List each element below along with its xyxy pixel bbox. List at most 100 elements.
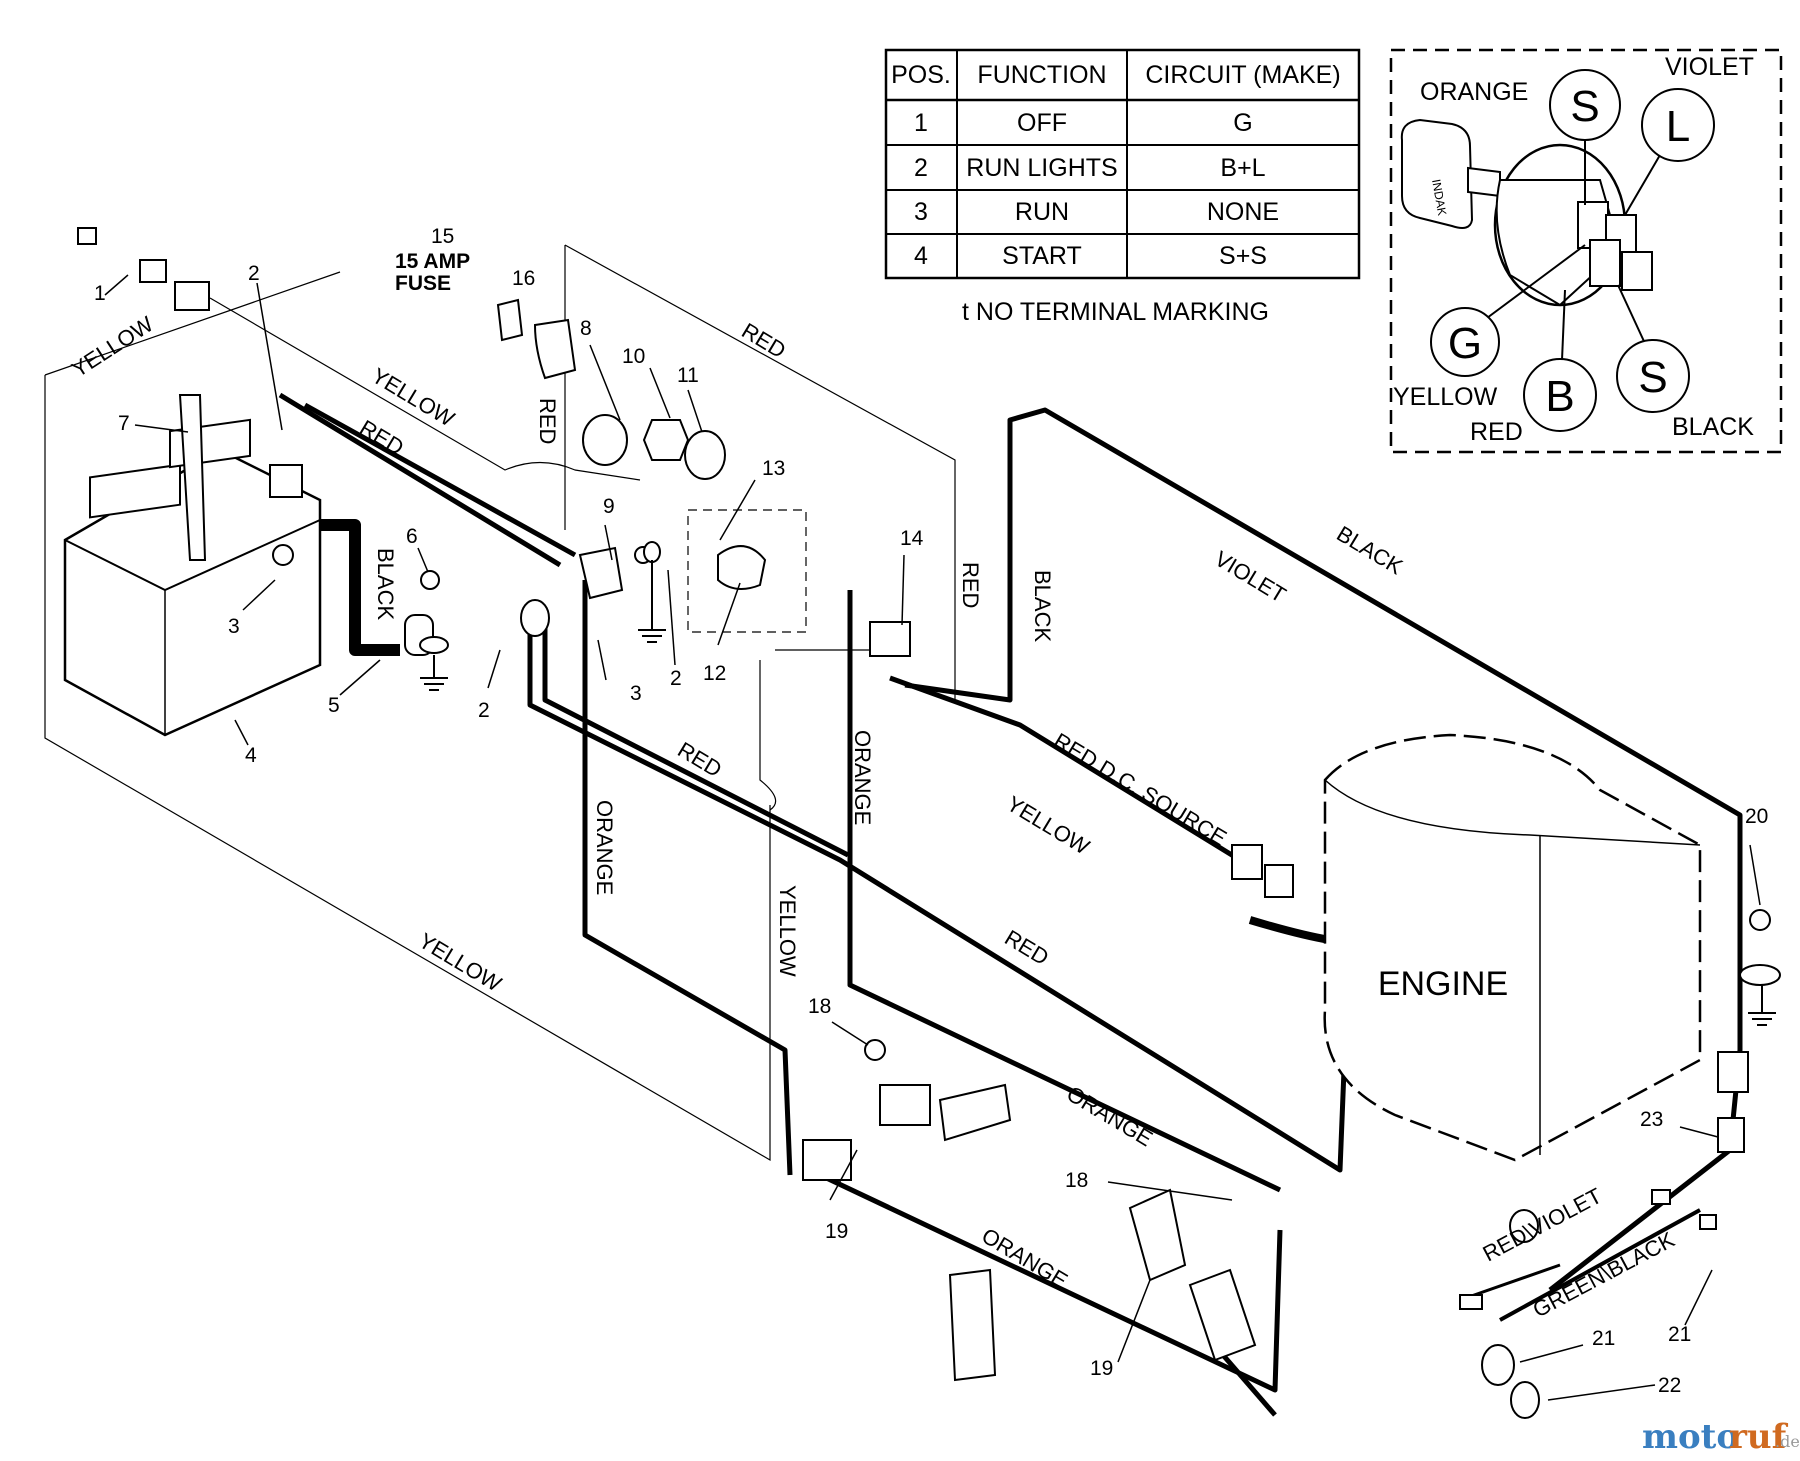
callout-11: 11	[677, 364, 699, 387]
ignition-key-icon: INDAK	[1400, 118, 1501, 229]
wire-label-yellow: YELLOW	[414, 928, 506, 997]
wire-label-black: BLACK	[373, 548, 398, 620]
callout-13: 13	[762, 457, 785, 480]
callout-10: 10	[622, 345, 645, 368]
label-orange: ORANGE	[1420, 78, 1528, 106]
ignition-switch-icon	[717, 545, 767, 590]
callout-18: 18	[1065, 1169, 1088, 1192]
seat-switch-icon	[1188, 1268, 1257, 1362]
harness-outlines	[44, 244, 956, 1162]
fuse-holder-icon	[533, 318, 577, 380]
wire-label-violet: VIOLET	[1210, 546, 1290, 608]
connector-icon	[139, 259, 167, 283]
callout-19: 19	[1090, 1357, 1113, 1380]
fuse-label: FUSE	[395, 272, 451, 295]
callout-8: 8	[580, 317, 592, 340]
callout-3: 3	[630, 682, 642, 705]
label-violet: VIOLET	[1665, 53, 1754, 81]
table-cell: RUN	[1015, 198, 1069, 226]
table-header-circuit: CIRCUIT (MAKE)	[1145, 61, 1340, 89]
callout-2: 2	[248, 262, 260, 285]
engine-block: ENGINE	[1323, 733, 1702, 1162]
bolt-icon	[272, 544, 294, 566]
wire-label-yellow: YELLOW	[775, 885, 800, 977]
watermark-suffix: .de	[1775, 1432, 1800, 1451]
wire-label-yellow: YELLOW	[1002, 791, 1094, 860]
connector-icon	[1231, 844, 1263, 880]
ground-icon	[420, 655, 448, 691]
callout-12: 12	[703, 662, 726, 685]
wire-label-orange: ORANGE	[1062, 1081, 1157, 1152]
fuse-icon	[496, 298, 524, 342]
seat-switch-icon	[1128, 1188, 1187, 1282]
table-header-pos: POS.	[891, 61, 951, 89]
table-cell: S+S	[1219, 242, 1267, 270]
fuse-rating: 15 AMP	[395, 250, 470, 273]
terminal-g: G	[1448, 319, 1482, 368]
fuse-callout-15: 15	[431, 225, 454, 248]
table-cell: 3	[914, 198, 928, 226]
callout-20: 20	[1745, 805, 1768, 828]
switch-function-table: POS. FUNCTION CIRCUIT (MAKE) 1 OFF G 2 R…	[884, 48, 1361, 326]
battery-icon	[63, 394, 322, 737]
wire-label-red: RED	[535, 398, 560, 444]
callout-9: 9	[603, 495, 615, 518]
callout-7: 7	[118, 412, 130, 435]
connector-icon	[802, 1139, 852, 1181]
callout-numbers: 1 2 7 3 6 5 4 2 15 15 AMP FUSE 16 8 10 1…	[94, 225, 1768, 1397]
wire-label-orange: ORANGE	[850, 730, 875, 825]
callout-14: 14	[900, 527, 924, 550]
wire-label-yellow: YELLOW	[67, 311, 158, 382]
sensor-icon	[1481, 1344, 1515, 1386]
connector-icon	[174, 281, 210, 311]
callout-18: 18	[808, 995, 831, 1018]
washer-icon	[643, 541, 661, 563]
connector-icon	[1264, 864, 1294, 898]
label-red: RED	[1470, 418, 1523, 446]
engine-label: ENGINE	[1378, 965, 1508, 1003]
ground-symbols	[420, 560, 1776, 1026]
screw-icon	[864, 1039, 886, 1061]
washer-icon	[520, 599, 550, 637]
wire-label-red: RED	[355, 415, 408, 460]
nut-icon	[642, 419, 690, 461]
callout-16: 16	[512, 267, 535, 290]
ignition-switch-detail: INDAK S L G B S ORANGE VIOLET YELLOW RED	[1389, 48, 1783, 454]
bolt-icon	[420, 570, 440, 590]
watermark-part2: ruf	[1729, 1417, 1789, 1457]
bracket-icon	[938, 1083, 1012, 1142]
callout-21: 21	[1592, 1327, 1615, 1350]
switch-bracket-icon	[948, 1268, 997, 1382]
connector-icon	[1717, 1051, 1749, 1093]
wire-label-red-violet: RED\VIOLET	[1479, 1183, 1606, 1266]
wire-label-red: RED	[737, 318, 790, 363]
washer-icon	[684, 430, 726, 480]
callout-4: 4	[245, 744, 257, 767]
connector-icon	[1459, 1294, 1483, 1310]
wire-label-red: RED	[958, 562, 983, 608]
terminal-block-icon	[269, 464, 303, 498]
terminal-s-top: S	[1570, 82, 1599, 131]
watermark: moto ruf .de	[1642, 1417, 1800, 1457]
table-cell: 1	[914, 109, 928, 137]
key-brand: INDAK	[1429, 178, 1449, 217]
solenoid-icon	[578, 546, 624, 600]
table-cell: OFF	[1017, 109, 1067, 137]
washer-icon	[419, 636, 449, 654]
relay-icon	[879, 1084, 931, 1126]
callout-19: 19	[825, 1220, 848, 1243]
callout-3: 3	[228, 615, 240, 638]
sensor-icon	[1509, 1209, 1539, 1243]
connector-icon	[1717, 1117, 1745, 1153]
callout-2: 2	[478, 699, 490, 722]
table-cell: G	[1233, 109, 1252, 137]
connector-icon	[77, 227, 97, 245]
connector-icon	[1651, 1189, 1671, 1205]
watermark-part1: moto	[1642, 1417, 1739, 1457]
callout-22: 22	[1658, 1374, 1681, 1397]
wire-label-black: BLACK	[1030, 570, 1055, 642]
callout-23: 23	[1640, 1108, 1663, 1131]
ground-icon	[638, 560, 666, 643]
wires	[278, 392, 1743, 1417]
